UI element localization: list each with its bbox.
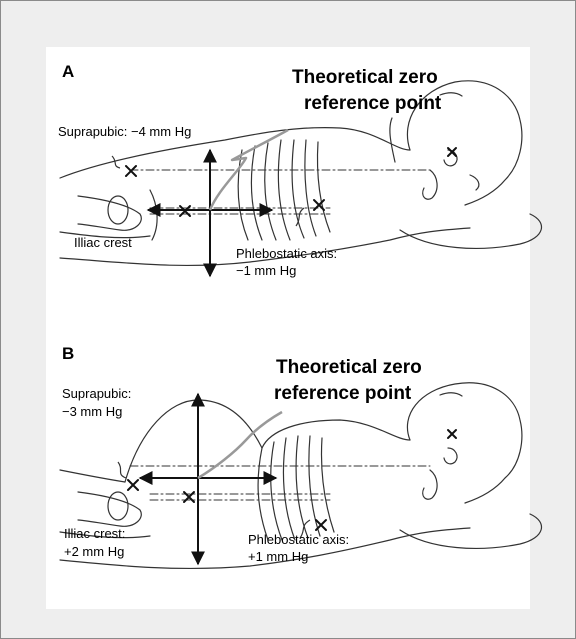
panel-b-iliac-line2: +2 mm Hg xyxy=(64,544,124,559)
panel-a-title-line2: reference point xyxy=(304,92,441,116)
markers-a xyxy=(126,148,456,216)
panel-b-phleb-line1: Phlebostatic axis: xyxy=(248,532,349,547)
panel-a-phleb-line2: −1 mm Hg xyxy=(236,263,296,278)
panel-b-suprapubic-line2: −3 mm Hg xyxy=(62,404,122,419)
panel-a-iliac-label: Illiac crest xyxy=(74,235,132,250)
panel-b-phleb-line2: +1 mm Hg xyxy=(248,549,308,564)
panel-b-letter: B xyxy=(62,344,74,364)
panel-a-phleb-line1: Phlebostatic axis: xyxy=(236,246,337,261)
panel-b-title-line1: Theoretical zero xyxy=(276,356,422,380)
pointer-a xyxy=(210,120,288,210)
pointer-b xyxy=(198,412,282,478)
panel-a-title-line1: Theoretical zero xyxy=(292,66,438,90)
panel-a-letter: A xyxy=(62,62,74,82)
markers-b xyxy=(128,430,456,530)
panel-b-title-line2: reference point xyxy=(274,382,411,406)
panel-b-iliac-line1: Illiac crest: xyxy=(64,526,125,541)
panel-b-suprapubic-line1: Suprapubic: xyxy=(62,386,131,401)
panel-a-suprapubic-label: Suprapubic: −4 mm Hg xyxy=(58,124,191,139)
